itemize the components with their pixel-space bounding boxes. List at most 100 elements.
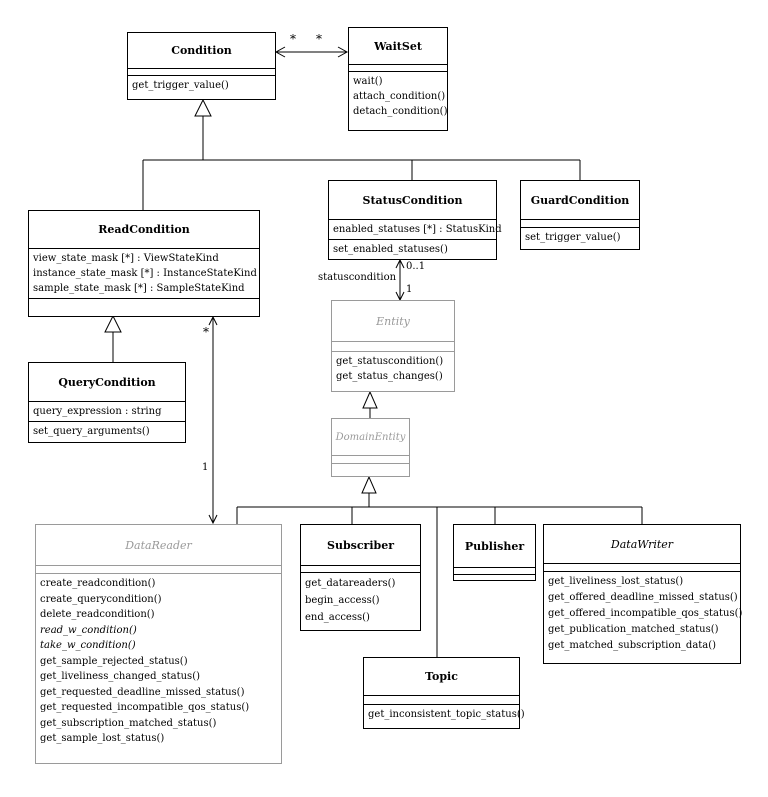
operation: detach_condition()	[353, 106, 448, 117]
class-name: Entity	[332, 301, 454, 342]
operation: read_w_condition()	[40, 624, 137, 636]
class-name: QueryCondition	[29, 363, 185, 402]
arrowhead-to-statuscondition	[395, 258, 405, 269]
operation: get_offered_incompatible_qos_status()	[548, 608, 743, 619]
multiplicity-label: *	[203, 325, 209, 339]
operation: create_querycondition()	[40, 593, 162, 605]
attribute: sample_state_mask [*] : SampleStateKind	[33, 283, 245, 294]
operation: begin_access()	[305, 595, 380, 606]
operation: get_matched_subscription_data()	[548, 640, 717, 651]
class-name: DataWriter	[544, 525, 740, 564]
class-entity: Entity get_statuscondition() get_status_…	[331, 300, 455, 392]
class-attribute-compartment	[544, 564, 740, 572]
class-operations: wait() attach_condition() detach_conditi…	[349, 72, 447, 121]
class-name: DomainEntity	[332, 419, 409, 456]
operation: wait()	[353, 76, 383, 87]
arrowhead-to-readcondition	[208, 315, 218, 326]
class-name: Topic	[364, 658, 519, 696]
operation: get_publication_matched_status()	[548, 624, 719, 635]
operation: set_enabled_statuses()	[333, 244, 448, 255]
arrowhead-to-datareader	[208, 514, 218, 525]
class-attribute-compartment	[364, 696, 519, 705]
class-operations: get_statuscondition() get_status_changes…	[332, 352, 454, 386]
class-domainentity: DomainEntity	[331, 418, 410, 477]
operation: get_liveliness_lost_status()	[548, 576, 684, 587]
arrowhead-to-condition	[274, 46, 286, 58]
class-readcondition: ReadCondition view_state_mask [*] : View…	[28, 210, 260, 317]
multiplicity-label: *	[316, 32, 322, 46]
multiplicity-label: 1	[406, 284, 413, 295]
class-datareader: DataReader create_readcondition() create…	[35, 524, 282, 764]
class-operations: get_trigger_value()	[128, 76, 275, 95]
class-name: StatusCondition	[329, 181, 496, 220]
class-operations: get_liveliness_lost_status() get_offered…	[544, 572, 743, 656]
class-attribute-compartment	[332, 456, 409, 464]
operation: get_sample_rejected_status()	[40, 655, 188, 667]
operation: delete_readcondition()	[40, 609, 155, 620]
class-name: DataReader	[36, 525, 281, 566]
class-topic: Topic get_inconsistent_topic_status()	[363, 657, 525, 729]
operation: get_statuscondition()	[336, 356, 444, 367]
class-subscriber: Subscriber get_datareaders() begin_acces…	[300, 524, 421, 631]
operation: get_subscription_matched_status()	[40, 717, 217, 729]
multiplicity-label: 0..1	[406, 261, 426, 272]
operation: get_requested_incompatible_qos_status()	[40, 702, 250, 713]
class-datawriter: DataWriter get_liveliness_lost_status() …	[543, 524, 743, 664]
operation: set_trigger_value()	[525, 232, 621, 243]
class-operations: create_readcondition() create_querycondi…	[36, 574, 281, 749]
class-attribute-compartment	[36, 566, 281, 574]
attribute: enabled_statuses [*] : StatusKind	[333, 224, 502, 235]
attribute: query_expression : string	[33, 406, 162, 417]
operation: create_readcondition()	[40, 578, 156, 589]
operation: get_status_changes()	[336, 371, 443, 382]
class-guardcondition: GuardCondition set_trigger_value()	[520, 180, 640, 250]
class-attributes: view_state_mask [*] : ViewStateKind inst…	[29, 249, 259, 299]
multiplicity-label: 1	[202, 462, 209, 473]
operation: end_access()	[305, 612, 370, 623]
generalization-triangle-readcondition	[104, 314, 122, 333]
class-name: Publisher	[454, 525, 535, 568]
class-attributes: query_expression : string	[29, 402, 185, 422]
class-condition: Condition get_trigger_value()	[127, 32, 276, 100]
class-attributes: enabled_statuses [*] : StatusKind	[329, 220, 502, 240]
class-name: ReadCondition	[29, 211, 259, 249]
class-name: GuardCondition	[521, 181, 639, 220]
role-label: statuscondition	[318, 272, 397, 283]
generalization-triangle-condition	[194, 98, 212, 117]
class-attribute-compartment	[332, 342, 454, 352]
operation: get_offered_deadline_missed_status()	[548, 592, 738, 603]
operation: get_trigger_value()	[132, 80, 229, 91]
operation: attach_condition()	[353, 91, 446, 102]
generalization-triangle-entity	[362, 390, 378, 409]
attribute: instance_state_mask [*] : InstanceStateK…	[33, 268, 257, 279]
class-name: Condition	[128, 33, 275, 69]
operation: get_requested_deadline_missed_status()	[40, 686, 245, 698]
class-operations: get_datareaders() begin_access() end_acc…	[301, 573, 420, 628]
class-name: Subscriber	[301, 525, 420, 566]
class-attribute-compartment	[454, 568, 535, 575]
arrowhead-to-waitset	[337, 46, 349, 58]
operation: get_inconsistent_topic_status()	[368, 709, 525, 720]
attribute: view_state_mask [*] : ViewStateKind	[33, 253, 219, 264]
class-attribute-compartment	[128, 69, 275, 76]
class-operations: set_trigger_value()	[521, 228, 639, 247]
operation: get_liveliness_changed_status()	[40, 671, 200, 682]
generalization-triangle-domainentity	[361, 475, 377, 494]
class-operations: get_inconsistent_topic_status()	[364, 705, 525, 724]
operation: set_query_arguments()	[33, 426, 150, 437]
class-name: WaitSet	[349, 28, 447, 65]
class-operations: set_enabled_statuses()	[329, 240, 496, 259]
operation: get_datareaders()	[305, 578, 396, 589]
class-attribute-compartment	[521, 220, 639, 228]
multiplicity-label: *	[290, 32, 296, 46]
class-attribute-compartment	[301, 566, 420, 573]
class-waitset: WaitSet wait() attach_condition() detach…	[348, 27, 448, 131]
class-publisher: Publisher	[453, 524, 536, 581]
class-operations: set_query_arguments()	[29, 422, 185, 441]
operation: take_w_condition()	[40, 640, 136, 651]
class-attribute-compartment	[349, 65, 447, 72]
operation: get_sample_lost_status()	[40, 733, 165, 744]
class-statuscondition: StatusCondition enabled_statuses [*] : S…	[328, 180, 502, 260]
